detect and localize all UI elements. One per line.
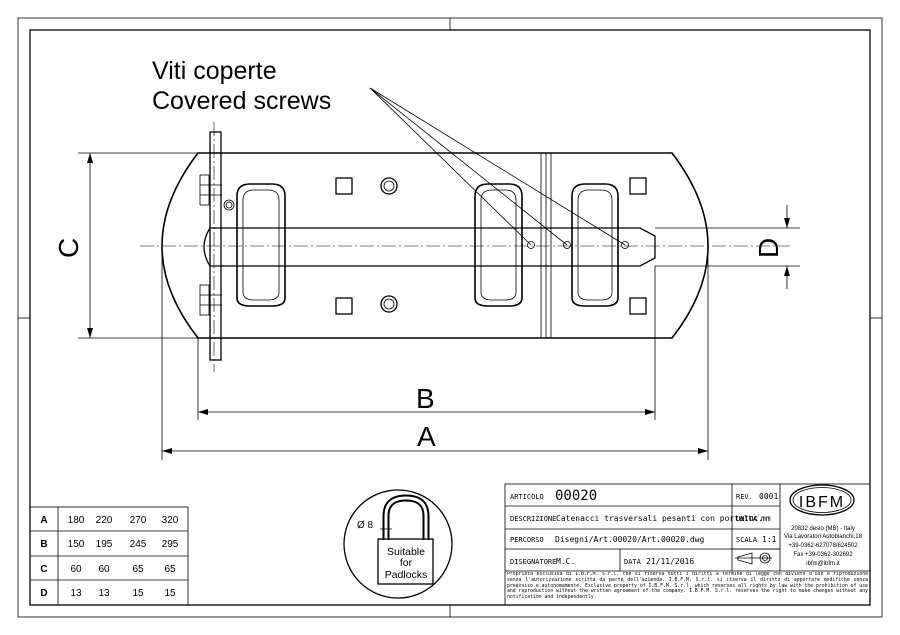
- size-table-cell: 270: [130, 515, 147, 526]
- company-logo: [789, 484, 855, 516]
- callout-covered-screws-it: Viti coperte: [152, 57, 277, 85]
- data-label: DATA: [624, 558, 642, 566]
- callout-leaders: [369, 87, 626, 246]
- size-table-cell: 295: [162, 539, 179, 550]
- bolt-bar: [203, 227, 656, 267]
- round-hole: [380, 177, 398, 195]
- size-table-cell: 13: [70, 588, 82, 599]
- company-logo-text: IBFM: [799, 494, 845, 511]
- square-hole: [629, 297, 647, 315]
- guide-bracket-middle: [474, 183, 523, 307]
- size-table-cell: 15: [132, 588, 144, 599]
- dimension-b-label: B: [416, 383, 435, 414]
- size-table: [29, 506, 189, 606]
- screw-marker: [621, 241, 629, 249]
- square-hole: [629, 177, 647, 195]
- company-email: ibfm@ibfm.it: [806, 561, 840, 567]
- unita-value: mm: [761, 514, 771, 523]
- scala-value: 1:1: [762, 535, 777, 544]
- rev-value: 0001: [759, 492, 778, 501]
- legal-notice-it: Proprietà esclusiva di I.B.F.M. S.r.l. c…: [507, 572, 868, 589]
- size-table-row-label: B: [40, 539, 47, 550]
- size-table-row-label: C: [40, 564, 47, 575]
- projection-symbol-icon: [735, 552, 772, 565]
- dimension-a: [161, 246, 709, 460]
- title-block: [504, 483, 871, 606]
- size-table-cell: 65: [164, 564, 176, 575]
- descrizione-value: Catenacci trasversali pesanti con portal…: [556, 514, 763, 523]
- legal-notice-en: Exclusive property of I.B.F.M. S.r.l. wh…: [507, 583, 868, 601]
- guide-bracket-right: [571, 183, 619, 307]
- size-table-row-label: D: [40, 588, 47, 599]
- sheet-frame: [17, 17, 883, 618]
- size-table-cell: 195: [96, 539, 113, 550]
- callout-covered-screws-en: Covered screws: [152, 87, 331, 115]
- screw-marker: [527, 241, 535, 249]
- size-table-cell: 245: [130, 539, 147, 550]
- company-fax: Fax +39-0362-302692: [793, 552, 853, 558]
- size-table-cell: 65: [132, 564, 144, 575]
- articolo-label: ARTICOLO: [510, 493, 544, 501]
- size-table-cell: 180: [68, 515, 85, 526]
- padlock-symbol: [343, 489, 453, 599]
- square-hole: [335, 177, 353, 195]
- dimension-c: [78, 152, 198, 339]
- square-hole: [335, 297, 353, 315]
- company-phone: +39-0362-627078/624502: [788, 543, 858, 549]
- size-table-row-label: A: [40, 515, 47, 526]
- dimension-d-label: D: [753, 238, 784, 258]
- size-table-cell: 220: [96, 515, 113, 526]
- size-table-cell: 60: [98, 564, 110, 575]
- padlock-text-2: for: [400, 557, 413, 569]
- dimension-a-label: A: [417, 421, 436, 452]
- company-address-2: Via Lavoratori Autobianchi,18: [784, 534, 863, 540]
- rev-label: REV.: [736, 493, 753, 501]
- size-table-cell: 150: [68, 539, 85, 550]
- disegnatore-label: DISEGNATORE: [510, 558, 556, 566]
- company-address-1: 20832 desio (MB) - Italy: [791, 526, 855, 532]
- size-table-cell: 60: [70, 564, 82, 575]
- bolt-drawing: [140, 122, 790, 372]
- padlock-diameter: Ø 8: [357, 520, 374, 531]
- padlock-text-1: Suitable: [387, 546, 425, 558]
- percorso-label: PERCORSO: [510, 536, 544, 544]
- guide-bracket-left: [236, 183, 286, 307]
- round-hole: [380, 295, 398, 313]
- descrizione-label: DESCRIZIONE: [510, 515, 556, 523]
- padlock-text-3: Padlocks: [385, 569, 428, 581]
- disegnatore-value: M.C.: [556, 557, 575, 566]
- unita-label: UNITÀ: [736, 514, 758, 523]
- size-table-cell: 13: [98, 588, 110, 599]
- bolt-plate: [161, 152, 709, 339]
- dimension-c-label: C: [53, 238, 84, 258]
- percorso-value: Disegni/Art.00020/Art.00020.dwg: [555, 535, 704, 544]
- dimension-b: [197, 266, 656, 420]
- articolo-value: 00020: [555, 488, 597, 504]
- scala-label: SCALA: [736, 536, 758, 544]
- legal-notice-box: Proprietà esclusiva di I.B.F.M. S.r.l. c…: [507, 572, 868, 601]
- size-table-cell: 15: [164, 588, 176, 599]
- screw-marker: [563, 241, 571, 249]
- size-table-cell: 320: [162, 515, 179, 526]
- dimension-d: [655, 205, 800, 289]
- data-value: 21/11/2016: [646, 557, 694, 566]
